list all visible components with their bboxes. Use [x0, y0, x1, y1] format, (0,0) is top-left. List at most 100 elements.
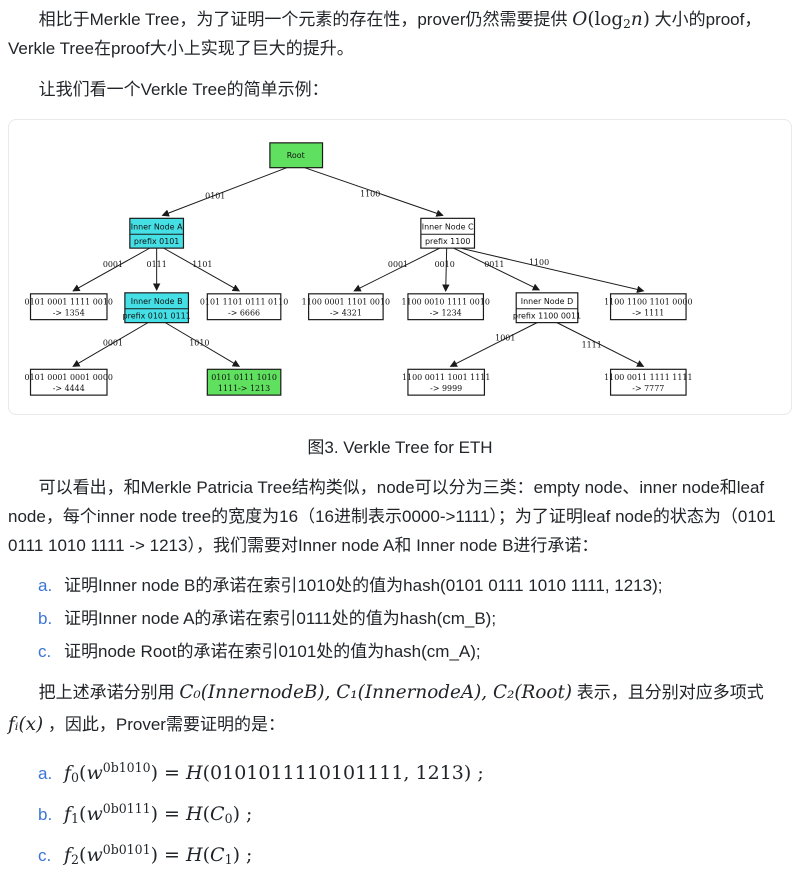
- node-leaf-1213: 0101 0111 1010 1111-> 1213: [206, 368, 282, 396]
- leaf-1213-line2: 1111-> 1213: [218, 384, 270, 393]
- edge-c-4321: [353, 247, 440, 292]
- edge-b-1213: [163, 321, 241, 367]
- list-item: a. f0(w0b1010) = H(0101011110101111, 121…: [8, 753, 792, 794]
- commitment-a-text: 证明Inner node B的承诺在索引1010处的值为hash(0101 01…: [64, 576, 663, 596]
- inner-d-box: [515, 292, 579, 324]
- root-node-label: Root: [287, 151, 305, 160]
- paragraph-intro: 相比于Merkle Tree，为了证明一个元素的存在性，prover仍然需要提供…: [8, 4, 792, 64]
- node-leaf-1111: 1100 1100 1101 0000 -> 1111: [604, 293, 692, 321]
- article-page: 相比于Merkle Tree，为了证明一个元素的存在性，prover仍然需要提供…: [0, 4, 800, 876]
- tree-edges: [72, 167, 645, 367]
- leaf-1234-line1: 1100 0010 1111 0010: [402, 298, 490, 307]
- node-leaf-1354: 0101 0001 1111 0010 -> 1354: [25, 293, 113, 321]
- paragraph-example-lead: 让我们看一个Verkle Tree的简单示例：: [38, 80, 329, 100]
- leaf-7777-line2: -> 7777: [632, 384, 664, 393]
- inner-d-prefix: prefix 1100 0011: [513, 312, 581, 321]
- inner-a-prefix: prefix 0101: [134, 237, 179, 246]
- list-item: b.证明Inner node A的承诺在索引0111处的值为hash(cm_B)…: [8, 602, 792, 635]
- root-node-box: [269, 142, 324, 169]
- formula-f0: f0(w0b1010) = H(0101011110101111, 1213) …: [64, 759, 484, 785]
- leaf-1213-line1: 0101 0111 1010: [211, 373, 277, 382]
- math-commitments: C₀(InnernodeB), C₁(InnernodeA), C₂(Root): [179, 682, 573, 704]
- node-leaf-1234: 1100 0010 1111 0010 -> 1234: [402, 293, 490, 321]
- edge-d-7777: [554, 321, 645, 367]
- commitment-c-text: 证明node Root的承诺在索引0101处的值为hash(cm_A);: [64, 642, 481, 662]
- list-marker-a: a.: [38, 763, 53, 783]
- edge-c-1111: [460, 247, 645, 294]
- edge-c-1234: [442, 248, 450, 292]
- proof-list: a. f0(w0b1010) = H(0101011110101111, 121…: [8, 753, 792, 876]
- paragraph-polynomials: 把上述承诺分别用 C₀(InnernodeB), C₁(InnernodeA),…: [8, 677, 792, 739]
- leaf-1234-line2: -> 1234: [430, 309, 462, 318]
- inner-b-title: Inner Node B: [131, 297, 183, 306]
- edge-label: 1010: [189, 338, 209, 347]
- math-big-o-log: O(log2n): [572, 9, 650, 32]
- node-inner-a: Inner Node A prefix 0101: [129, 217, 185, 249]
- leaf-4444-line2: -> 4444: [53, 384, 85, 393]
- commitment-list: a.证明Inner node B的承诺在索引1010处的值为hash(0101 …: [8, 569, 792, 668]
- node-inner-c: Inner Node C prefix 1100: [420, 217, 476, 249]
- edge-c-d: [453, 247, 541, 291]
- inner-a-title: Inner Node A: [131, 222, 183, 231]
- node-leaf-4444: 0101 0001 0001 0000 -> 4444: [25, 368, 113, 396]
- leaf-1111-line1: 1100 1100 1101 0000: [604, 298, 692, 307]
- edge-label: 0111: [147, 260, 167, 269]
- node-inner-b: Inner Node B prefix 0101 0111: [123, 292, 191, 324]
- leaf-1354-box: [29, 293, 108, 321]
- inner-b-box: [124, 292, 190, 324]
- leaf-1354-line1: 0101 0001 1111 0010: [25, 298, 113, 307]
- paragraph-analysis: 可以看出，和Merkle Patricia Tree结构类似，node可以分为三…: [8, 477, 776, 555]
- node-leaf-9999: 1100 0011 1001 1111 -> 9999: [402, 368, 490, 396]
- edge-label: 0001: [388, 260, 408, 269]
- poly-text-3: ，因此，Prover需要证明的是：: [43, 714, 285, 734]
- leaf-4321-line2: -> 4321: [330, 309, 362, 318]
- edge-root-a: [161, 167, 287, 217]
- edge-label: 1101: [192, 260, 212, 269]
- leaf-4321-line1: 1100 0001 1101 0010: [302, 298, 390, 307]
- edge-label: 1100: [529, 258, 549, 267]
- inner-a-box: [129, 217, 185, 249]
- tree-edge-labels: 0101 1100 0001 0111 1101 0001 0010 0011 …: [103, 189, 602, 349]
- node-inner-d: Inner Node D prefix 1100 0011: [513, 292, 581, 324]
- formula-f2: f2(w0b0101) = H(C1) ;: [64, 841, 253, 867]
- edge-label: 0010: [435, 260, 455, 269]
- poly-text-1: 把上述承诺分别用: [38, 683, 180, 703]
- list-marker-b: b.: [38, 804, 53, 824]
- edge-label: 1100: [360, 189, 380, 198]
- node-leaf-4321: 1100 0001 1101 0010 -> 4321: [302, 293, 390, 321]
- leaf-1111-box: [609, 293, 687, 321]
- leaf-1234-box: [407, 293, 485, 321]
- edge-a-1354: [72, 247, 150, 292]
- edge-label: 0001: [103, 338, 123, 347]
- list-marker-c: c.: [38, 642, 52, 662]
- leaf-7777-box: [609, 368, 687, 396]
- leaf-1111-line2: -> 1111: [632, 309, 664, 318]
- edge-d-9999: [449, 321, 540, 367]
- leaf-9999-box: [407, 368, 486, 396]
- edge-label: 0011: [484, 260, 504, 269]
- leaf-4444-box: [29, 368, 108, 396]
- figure-caption: 图3. Verkle Tree for ETH: [307, 437, 493, 457]
- intro-text-2: 大小的proof，Verkle Tree在proof大小上实现了巨大的提升。: [8, 10, 762, 59]
- list-item: b. f1(w0b0111) = H(C0) ;: [8, 794, 792, 835]
- edge-label: 0001: [103, 260, 123, 269]
- node-root: Root: [269, 142, 324, 169]
- figure-panel: 0101 1100 0001 0111 1101 0001 0010 0011 …: [8, 118, 792, 415]
- leaf-9999-line1: 1100 0011 1001 1111: [402, 373, 490, 382]
- inner-c-box: [420, 217, 476, 249]
- verkle-tree-diagram: 0101 1100 0001 0111 1101 0001 0010 0011 …: [25, 142, 692, 396]
- leaf-9999-line2: -> 9999: [430, 384, 462, 393]
- edge-label: 0101: [205, 191, 225, 200]
- edge-label: 1001: [495, 333, 515, 342]
- math-fi-x: fᵢ(x): [8, 713, 44, 735]
- leaf-6666-line1: 0101 1101 0111 0110: [200, 298, 288, 307]
- edge-root-c: [304, 167, 444, 217]
- list-item: a.证明Inner node B的承诺在索引1010处的值为hash(0101 …: [8, 569, 792, 602]
- inner-c-prefix: prefix 1100: [425, 237, 470, 246]
- formula-f1: f1(w0b0111) = H(C0) ;: [64, 800, 253, 826]
- node-leaf-6666: 0101 1101 0111 0110 -> 6666: [200, 293, 288, 321]
- leaf-1213-box: [206, 368, 282, 396]
- intro-text-1: 相比于Merkle Tree，为了证明一个元素的存在性，prover仍然需要提供: [38, 10, 573, 29]
- list-item: c. 证明node Root的承诺在索引0101处的值为hash(cm_A);: [8, 635, 792, 668]
- commitment-b-text: 证明Inner node A的承诺在索引0111处的值为hash(cm_B);: [64, 609, 497, 629]
